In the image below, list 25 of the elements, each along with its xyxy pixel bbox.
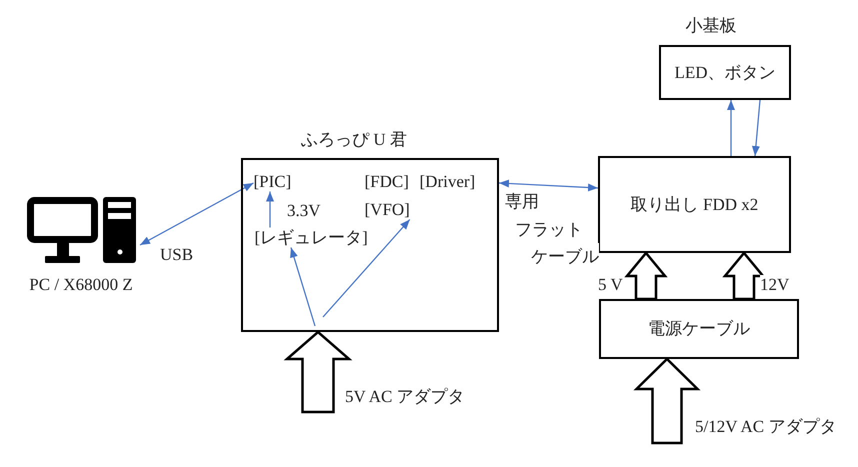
edge-label: 専用フラットケーブル: [505, 188, 599, 270]
arrow: [290, 247, 316, 326]
block-label: [FDC]: [364, 172, 409, 192]
arrow: [752, 100, 761, 156]
block-arrow: [633, 357, 701, 444]
block-label: [Driver]: [420, 172, 476, 192]
component-box: 取り出し FDD x2: [598, 156, 791, 253]
block-label: [VFO]: [364, 200, 410, 220]
arrow: [266, 192, 274, 228]
device-label: PC / X68000 Z: [29, 275, 133, 295]
edge-label: 5V AC アダプタ: [345, 387, 465, 407]
block-arrow: [624, 251, 668, 300]
block-arrow: [722, 251, 766, 300]
box-text: LED、ボタン: [674, 62, 776, 82]
block-label: [レギュレータ]: [254, 228, 368, 248]
box-title: 小基板: [686, 16, 736, 36]
arrow: [322, 219, 410, 318]
component-box: 電源ケーブル: [599, 299, 799, 359]
double-arrow: [140, 182, 254, 246]
block-arrow: [284, 330, 352, 414]
arrow: [727, 100, 735, 156]
box-title: ふろっぴ U 君: [301, 130, 407, 150]
block-label: [PIC]: [254, 172, 292, 192]
edge-label: 5/12V AC アダプタ: [695, 417, 836, 437]
double-arrow: [498, 180, 598, 192]
